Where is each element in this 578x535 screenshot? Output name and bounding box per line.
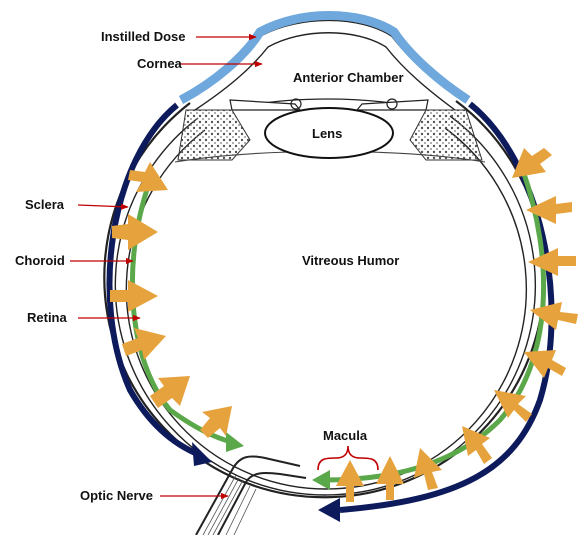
vitreous-humor-label: Vitreous Humor xyxy=(302,253,399,268)
orange-arrow xyxy=(150,376,190,408)
iris-left xyxy=(230,100,300,110)
navy-arrowhead-right xyxy=(318,498,340,522)
orange-arrow xyxy=(122,328,166,360)
sclera-label: Sclera xyxy=(25,197,65,212)
macula-label: Macula xyxy=(323,428,368,443)
orange-arrow xyxy=(512,148,552,178)
ciliary-body-left xyxy=(178,110,250,160)
orange-arrow xyxy=(110,280,158,312)
cornea-label: Cornea xyxy=(137,56,183,71)
instilled-dose-layer xyxy=(181,16,468,101)
retina-label: Retina xyxy=(27,310,68,325)
choroid-label: Choroid xyxy=(15,253,65,268)
anterior-chamber-label: Anterior Chamber xyxy=(293,70,404,85)
green-arrow-left xyxy=(132,175,232,442)
orange-arrow xyxy=(530,302,578,330)
green-arrowhead-left xyxy=(226,432,244,452)
green-arrowhead-right xyxy=(312,470,330,490)
lens-label: Lens xyxy=(312,126,342,141)
optic-nerve-label: Optic Nerve xyxy=(80,488,153,503)
ciliary-body-right xyxy=(410,110,482,160)
instilled-dose-label: Instilled Dose xyxy=(101,29,186,44)
orange-arrow xyxy=(376,456,404,500)
